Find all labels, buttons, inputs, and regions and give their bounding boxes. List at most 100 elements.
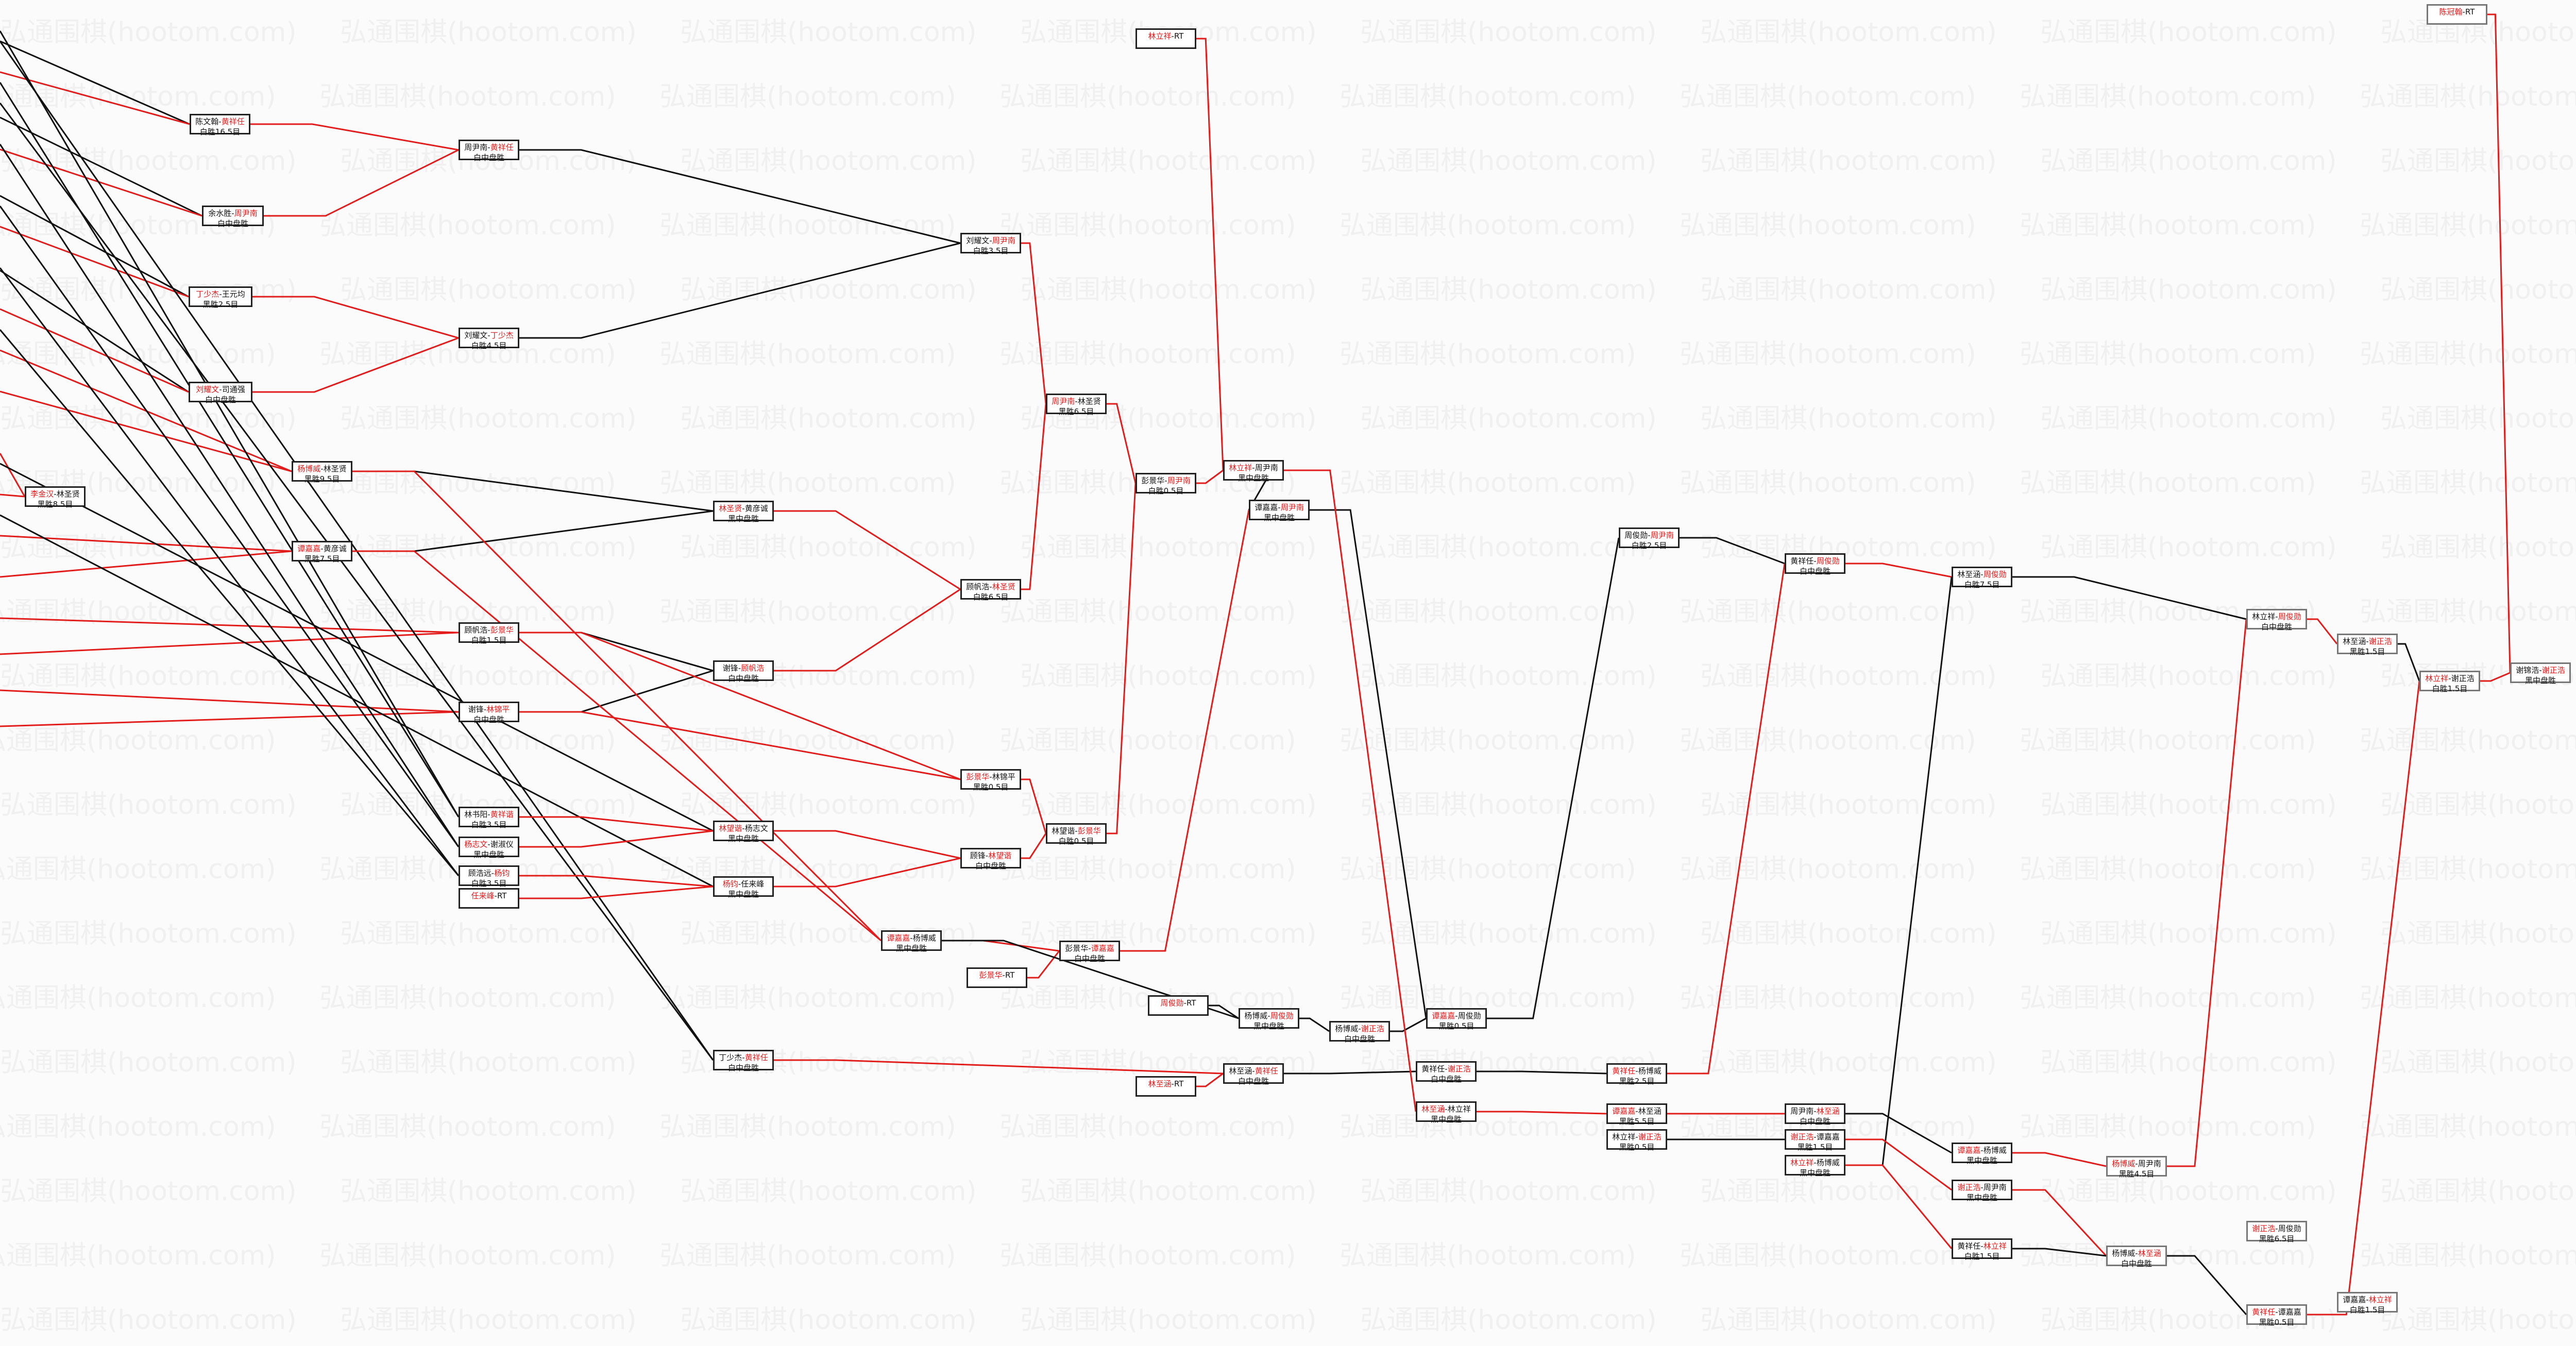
match-node[interactable]: 杨博威-林至涵白中盘胜 <box>2106 1246 2167 1268</box>
player-black: 林至涵 <box>2343 637 2366 646</box>
separator: - <box>219 289 222 299</box>
match-node[interactable]: 黄祥任-杨博威黑胜2.5目 <box>1606 1063 1667 1086</box>
match-node[interactable]: 谭嘉嘉-林立祥白胜1.5目 <box>2337 1292 2398 1315</box>
player-black: 林立祥 <box>1790 1158 1814 1167</box>
match-players: 顾锋-林望谐 <box>964 850 1018 861</box>
match-node[interactable]: 谢正浩-谭嘉嘉黑胜1.5目 <box>1785 1129 1845 1152</box>
match-node[interactable]: 林望谐-杨志文黑中盘胜 <box>713 821 774 843</box>
match-node[interactable]: 谭嘉嘉-林至涵黑胜5.5目 <box>1606 1103 1667 1126</box>
separator: - <box>989 582 992 591</box>
bracket-line <box>519 242 961 339</box>
player-white: 周俊勋 <box>1816 556 1840 566</box>
match-players: 林望谐-彭景华 <box>1049 826 1103 836</box>
match-node[interactable]: 林书阳-黄祥谐白胜3.5目 <box>459 807 519 829</box>
match-node[interactable]: 余水胜-周尹南白中盘胜 <box>202 206 264 228</box>
match-node[interactable]: 刘耀文-周尹南白胜3.5目 <box>960 233 1021 255</box>
match-node[interactable]: 林望谐-彭景华白胜0.5目 <box>1046 823 1107 846</box>
match-result: 白胜16.5目 <box>199 127 241 137</box>
match-result: 白胜6.5目 <box>973 592 1009 602</box>
match-node[interactable]: 林至涵-黄祥任白中盘胜 <box>1223 1063 1284 1086</box>
match-node[interactable]: 丁少杰-黄祥任白中盘胜 <box>713 1050 774 1072</box>
match-node[interactable]: 林立祥-RT <box>1136 28 1196 49</box>
bracket-line <box>1310 509 1427 1019</box>
match-node[interactable]: 谭嘉嘉-杨博威黑中盘胜 <box>1952 1143 2012 1165</box>
match-node[interactable]: 谢锋-顾帆浩白中盘胜 <box>713 660 774 683</box>
separator: - <box>989 236 992 245</box>
match-node[interactable]: 谢锦浩-谢正浩黑中盘胜 <box>2510 662 2571 685</box>
incoming-line <box>0 308 189 393</box>
match-node[interactable]: 林至涵-林立祥黑中盘胜 <box>1416 1101 1477 1124</box>
separator: - <box>2366 637 2369 646</box>
match-node[interactable]: 杨博威-林圣贤黑胜9.5目 <box>292 461 352 484</box>
match-players: 林立祥-周俊勋 <box>2250 611 2303 622</box>
match-players: 丁少杰-王元均 <box>192 289 249 299</box>
player-white: 杨钧 <box>494 868 510 878</box>
match-node[interactable]: 彭景华-林锦平黑胜0.5目 <box>960 769 1021 792</box>
match-node[interactable]: 林立祥-周俊勋白中盘胜 <box>2246 609 2307 632</box>
match-node[interactable]: 陈冠翰-RT <box>2427 4 2487 25</box>
match-node[interactable]: 杨博威-谢正浩白中盘胜 <box>1329 1021 1390 1044</box>
match-node[interactable]: 林至涵-RT <box>1136 1076 1196 1097</box>
match-node[interactable]: 顾帆浩-林圣贤白胜6.5目 <box>960 579 1021 602</box>
match-node[interactable]: 黄祥任-林立祥白胜1.5目 <box>1952 1238 2012 1261</box>
match-node[interactable]: 林至涵-谢正浩黑胜1.5目 <box>2337 634 2398 656</box>
match-node[interactable]: 周俊勋-周尹南白胜2.5目 <box>1619 527 1680 550</box>
match-node[interactable]: 丁少杰-王元均黑胜2.5目 <box>189 286 252 309</box>
match-node[interactable]: 谢锋-林锦平白中盘胜 <box>459 702 519 724</box>
match-node[interactable]: 黄祥任-谭嘉嘉黑胜0.5目 <box>2246 1304 2307 1327</box>
match-node[interactable]: 顾浩远-杨钧白胜3.5目 <box>459 865 519 888</box>
match-players: 林书阳-黄祥谐 <box>462 809 516 820</box>
match-node[interactable]: 林立祥-谢正浩白胜1.5目 <box>2419 671 2480 693</box>
match-node[interactable]: 谭嘉嘉-杨博威黑中盘胜 <box>881 930 942 953</box>
separator: - <box>985 851 989 860</box>
match-node[interactable]: 周俊勋-RT <box>1148 995 1209 1016</box>
match-result: 黑胜9.5目 <box>304 474 340 484</box>
match-node[interactable]: 周尹南-黄祥任白中盘胜 <box>459 140 519 162</box>
match-node[interactable]: 谢正浩-周俊勋黑胜6.5目 <box>2246 1221 2307 1243</box>
player-white: 林圣贤 <box>1077 397 1101 406</box>
player-white: 林锦平 <box>992 772 1015 781</box>
match-players: 顾浩远-杨钧 <box>462 868 516 878</box>
match-node[interactable]: 杨钧-任来峰黑中盘胜 <box>713 876 774 899</box>
match-node[interactable]: 刘耀文-司通强白中盘胜 <box>189 382 252 404</box>
match-result: 黑胜1.5目 <box>1797 1143 1833 1152</box>
match-node[interactable]: 杨志文-谢淑仪黑中盘胜 <box>459 837 519 859</box>
player-black: 周俊勋 <box>1160 998 1184 1008</box>
match-node[interactable]: 彭景华-谭嘉嘉白中盘胜 <box>1059 941 1120 963</box>
match-node[interactable]: 黄祥任-谢正浩白中盘胜 <box>1416 1061 1477 1084</box>
match-node[interactable]: 林立祥-周尹南黑中盘胜 <box>1223 460 1284 483</box>
match-node[interactable]: 林立祥-杨博威黑中盘胜 <box>1785 1155 1845 1178</box>
match-node[interactable]: 林至涵-周俊勋白胜7.5目 <box>1952 567 2012 589</box>
match-players: 林立祥-RT <box>1139 31 1193 41</box>
incoming-line <box>0 453 26 497</box>
match-node[interactable]: 周尹南-林圣贤黑胜6.5目 <box>1046 394 1107 416</box>
match-result: 白胜0.5目 <box>1058 837 1094 846</box>
match-node[interactable]: 谭嘉嘉-周尹南黑中盘胜 <box>1249 500 1310 522</box>
match-node[interactable]: 谭嘉嘉-黄彦诚黑胜7.5目 <box>292 541 352 564</box>
match-players: 周尹南-林圣贤 <box>1049 396 1103 406</box>
match-node[interactable]: 谭嘉嘉-周俊勋黑胜0.5目 <box>1426 1008 1487 1031</box>
match-node[interactable]: 林圣贤-黄彦诚黑中盘胜 <box>713 501 774 523</box>
match-node[interactable]: 林立祥-谢正浩黑胜0.5目 <box>1606 1129 1667 1152</box>
match-node[interactable]: 杨博威-周俊勋黑中盘胜 <box>1239 1008 1299 1031</box>
match-node[interactable]: 杨博威-周尹南黑胜4.5目 <box>2106 1156 2167 1179</box>
match-node[interactable]: 周尹南-林至涵白中盘胜 <box>1785 1103 1845 1126</box>
match-node[interactable]: 李金汉-林圣贤黑胜8.5目 <box>25 486 86 509</box>
match-node[interactable]: 彭景华-RT <box>967 967 1027 988</box>
separator: - <box>1635 1132 1638 1141</box>
player-white: 司通强 <box>222 385 245 394</box>
bracket-line <box>1107 403 1137 484</box>
match-node[interactable]: 谢正浩-周尹南黑中盘胜 <box>1952 1180 2012 1202</box>
match-node[interactable]: 黄祥任-周俊勋白中盘胜 <box>1785 553 1845 576</box>
match-node[interactable]: 刘耀文-丁少杰白胜4.5目 <box>459 328 519 350</box>
player-black: 周俊勋 <box>1624 531 1648 540</box>
match-node[interactable]: 顾帆浩-彭景华白胜1.5目 <box>459 622 519 645</box>
bracket-line <box>519 632 961 780</box>
match-node[interactable]: 顾锋-林望谐白中盘胜 <box>960 848 1021 871</box>
match-players: 杨博威-林至涵 <box>2110 1248 2163 1258</box>
bracket-line <box>519 149 961 244</box>
match-node[interactable]: 陈文翰-黄祥任白胜16.5目 <box>190 114 250 137</box>
separator: - <box>1635 1106 1638 1116</box>
match-node[interactable]: 彭景华-周尹南白胜0.5目 <box>1136 473 1196 496</box>
match-node[interactable]: 任来峰-RT <box>459 888 519 909</box>
